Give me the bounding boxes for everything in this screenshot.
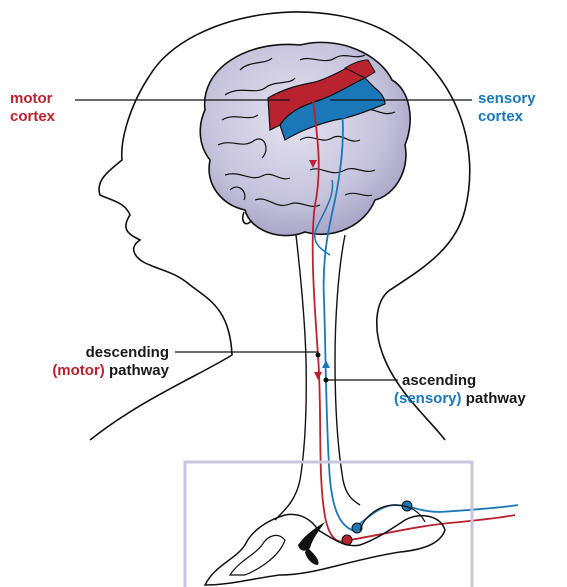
junction-dot-motor	[316, 353, 321, 358]
vertebra-inner	[230, 535, 285, 575]
brain	[200, 42, 410, 235]
descending-pathway-label: descending (motor) pathway	[52, 344, 169, 380]
ascending-pathway-label: ascending (sensory) pathway	[402, 372, 526, 408]
descending-pathway-motor-word: (motor)	[52, 362, 105, 379]
sensory-cortex-label-line1: sensory	[478, 90, 536, 108]
descending-pathway-rest: pathway	[105, 362, 169, 379]
descending-pathway-label-line1: descending	[52, 344, 169, 362]
butterfly-grey-matter-b	[305, 548, 318, 565]
ascending-pathway-label-line2: (sensory) pathway	[394, 390, 526, 408]
butterfly-grey-matter	[298, 522, 325, 551]
spinal-cord-outline	[275, 235, 306, 520]
ascending-pathway-label-line1: ascending	[402, 372, 526, 390]
sensory-cortex-label: sensory cortex	[478, 90, 536, 126]
descending-arrow-cord	[314, 372, 322, 380]
ascending-arrow-cord	[322, 360, 330, 368]
motor-cortex-label-line1: motor	[10, 90, 55, 108]
sensory-cortex-label-line2: cortex	[478, 108, 536, 126]
spinal-cord-outline-right	[335, 235, 360, 505]
motor-cortex-label-line2: cortex	[10, 108, 55, 126]
ascending-pathway-sensory-word: (sensory)	[394, 390, 462, 407]
descending-pathway-label-line2: (motor) pathway	[52, 362, 169, 380]
motor-cortex-label: motor cortex	[10, 90, 55, 126]
ascending-pathway-rest: pathway	[462, 390, 526, 407]
